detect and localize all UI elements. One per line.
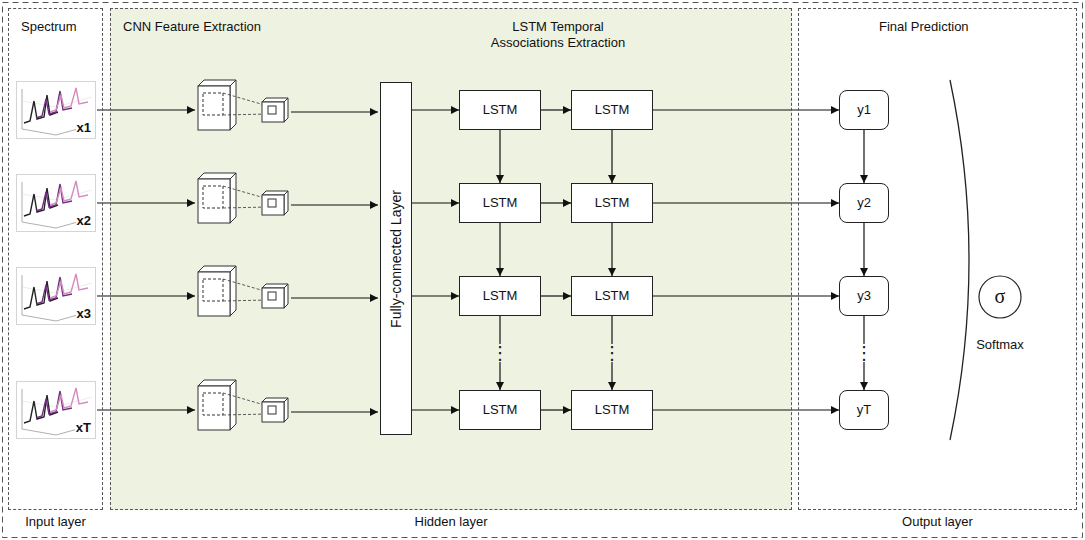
ellipsis-mark: ⋮ [489, 344, 511, 362]
prediction-box: y3 [839, 276, 889, 316]
flow-arrow [541, 409, 571, 410]
input-label: xT [75, 420, 92, 436]
flow-arrow [499, 130, 500, 183]
sigma-symbol: σ [978, 285, 1022, 307]
layer-panel: Final PredictionOutput layery1y2y3yTσSof… [798, 8, 1077, 510]
lstm-cell: LSTM [571, 90, 653, 130]
layer-name: Fully-connected Layer [388, 190, 404, 328]
cnn-block [97, 380, 378, 430]
flow-arrow [541, 109, 571, 110]
lstm-cell: LSTM [571, 276, 653, 316]
prediction-box: y1 [839, 90, 889, 130]
output-label: y1 [857, 102, 871, 118]
cell-label: LSTM [595, 195, 630, 211]
prediction-box: yT [839, 390, 889, 430]
lstm-cell: LSTM [459, 276, 541, 316]
layer-label: Input layer [9, 514, 102, 530]
flow-arrow [653, 295, 839, 296]
panel-heading: LSTM Temporal Associations Extraction [478, 19, 638, 51]
lstm-cell: LSTM [571, 183, 653, 223]
lstm-cell: LSTM [459, 90, 541, 130]
cnn-block [97, 80, 378, 130]
ellipsis-mark: ⋮ [601, 344, 623, 362]
lstm-cell: LSTM [459, 390, 541, 430]
cell-label: LSTM [595, 402, 630, 418]
fully-connected-layer: Fully-connected Layer [380, 82, 412, 435]
flow-arrow [863, 130, 864, 183]
softmax-circle: σSoftmax [978, 275, 1022, 319]
spectrum-thumbnail [16, 381, 96, 439]
spectrum-input: x3 [16, 267, 96, 325]
spectrum-input: x1 [16, 81, 96, 139]
flow-arrow [611, 223, 612, 276]
function-label: Softmax [976, 337, 1024, 353]
input-label: x3 [76, 306, 92, 322]
bracket [950, 80, 969, 440]
flow-arrow [653, 202, 839, 203]
layer-panel: CNN Feature Extraction LSTM Temporal Asso… [110, 8, 792, 510]
cell-label: LSTM [483, 288, 518, 304]
ellipsis-mark: ⋮ [853, 344, 875, 362]
flow-arrow [653, 109, 839, 110]
cnn-block [97, 266, 378, 316]
circle-outline [979, 276, 1021, 318]
flow-arrow [412, 109, 459, 110]
flow-arrow [412, 295, 459, 296]
layer-label: Output layer [799, 514, 1076, 530]
flow-arrow [541, 202, 571, 203]
flow-arrow [499, 223, 500, 276]
flow-arrow [541, 295, 571, 296]
spectrum-thumbnail [16, 267, 96, 325]
flow-arrow [863, 223, 864, 276]
outer-frame [3, 3, 1083, 538]
spectrum-thumbnail [16, 174, 96, 232]
cell-label: LSTM [483, 102, 518, 118]
cell-label: LSTM [595, 288, 630, 304]
layer-panel: SpectrumInput layerx1x2x3xT [8, 8, 103, 510]
prediction-box: y2 [839, 183, 889, 223]
panel-heading: Spectrum [21, 19, 77, 35]
cnn-block [97, 173, 378, 223]
cell-label: LSTM [483, 195, 518, 211]
input-label: x1 [76, 120, 92, 136]
lstm-cell: LSTM [571, 390, 653, 430]
flow-arrow [412, 409, 459, 410]
layer-label: Hidden layer [111, 514, 791, 530]
output-label: y3 [857, 288, 871, 304]
lstm-cell: LSTM [459, 183, 541, 223]
panel-heading: CNN Feature Extraction [123, 19, 261, 35]
output-label: yT [857, 402, 871, 418]
spectrum-thumbnail [16, 81, 96, 139]
cell-label: LSTM [595, 102, 630, 118]
spectrum-input: xT [16, 381, 96, 439]
flow-arrow [611, 130, 612, 183]
flow-arrow [412, 202, 459, 203]
input-label: x2 [76, 213, 92, 229]
cell-label: LSTM [483, 402, 518, 418]
flow-arrow [653, 409, 839, 410]
panel-heading: Final Prediction [879, 19, 969, 35]
output-label: y2 [857, 195, 871, 211]
spectrum-input: x2 [16, 174, 96, 232]
